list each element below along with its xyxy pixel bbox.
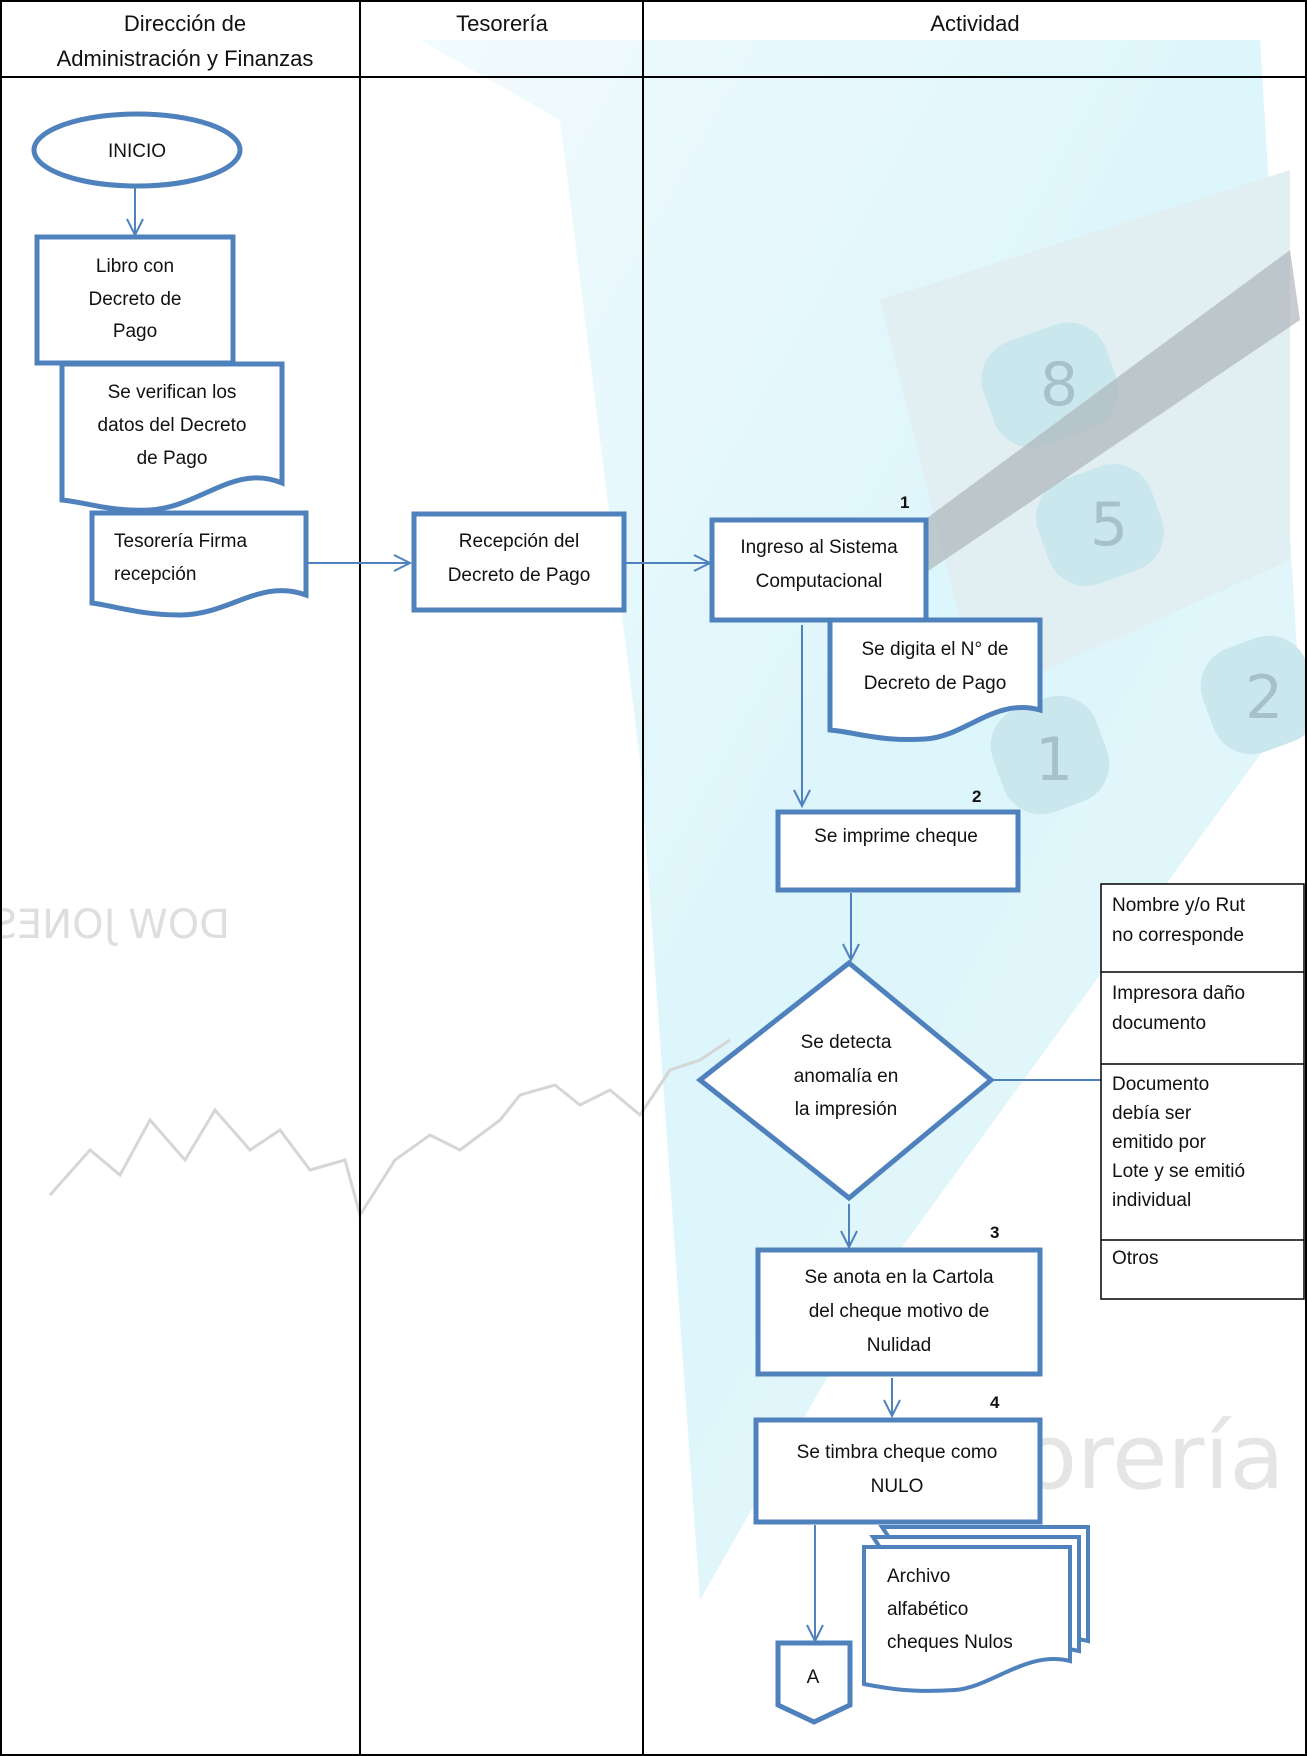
watermark-brand: DOW JONES [0,902,230,948]
anomaly-3-line4: Lote y se emitió [1112,1161,1245,1182]
offpage-connector-a [775,1640,853,1725]
archivo-label-line3: cheques Nulos [887,1632,1013,1653]
verifican-label-line3: de Pago [137,448,208,469]
column-header-admin-line2: Administración y Finanzas [57,46,314,71]
timbra-label-line2: NULO [871,1476,924,1497]
digita-document-shape [827,617,1043,743]
verifican-document-shape [59,361,285,513]
anota-process-box [755,1247,1043,1377]
anomaly-2-line2: documento [1112,1013,1206,1034]
timbra-process-box [753,1417,1043,1525]
keypad-key-1 [990,695,1110,815]
recepcion-process-box [411,511,627,613]
ingreso-label-line2: Computacional [756,571,883,592]
start-terminator [31,111,243,189]
keypad-digit-8: 8 [1040,350,1078,420]
keypad-digit-1: 1 [1035,725,1073,795]
anomaly-3-line5: individual [1112,1190,1191,1211]
ingreso-label-line1: Ingreso al Sistema [740,537,898,558]
anomaly-1-line2: no corresponde [1112,925,1244,946]
libro-label-line3: Pago [113,321,157,342]
digita-label-line2: Decreto de Pago [864,673,1007,694]
keypad-digit-5: 5 [1090,490,1128,560]
imprime-process-box [775,809,1021,893]
libro-label-line1: Libro con [96,256,174,277]
verifican-label-line2: datos del Decreto [98,415,247,436]
verifican-label-line1: Se verifican los [108,382,237,403]
digita-label-line1: Se digita el N° de [861,639,1008,660]
pen-watermark [870,250,1300,590]
libro-process-box [34,234,236,366]
keypad-key-8 [981,322,1119,448]
detecta-decision-diamond [695,959,995,1202]
imprime-label: Se imprime cheque [814,826,978,847]
keypad-key-5 [1036,464,1164,586]
firma-label-line1: Tesorería Firma [114,531,247,552]
ingreso-process-box [709,517,929,623]
shapes [31,111,1090,1725]
connector-a-label: A [807,1667,820,1688]
inicio-label: INICIO [108,141,166,162]
archivo-multidoc-front [862,1545,1072,1693]
step-number-2: 2 [972,787,981,806]
detecta-label-line2: anomalía en [794,1066,899,1087]
anomaly-3-line1: Documento [1112,1074,1209,1095]
column-header-admin-line1: Dirección de [124,11,246,36]
archivo-label-line2: alfabético [887,1599,968,1620]
stock-line-watermark [48,1038,731,1219]
keypad-key-2 [1200,635,1307,755]
step-number-1: 1 [900,493,909,512]
recepcion-label-line2: Decreto de Pago [448,565,591,586]
recepcion-label-line1: Recepción del [459,531,579,552]
column-header-tesoreria: Tesorería [456,11,548,36]
anomaly-table [1100,883,1305,1300]
anota-label-line3: Nulidad [867,1335,931,1356]
anota-label-line1: Se anota en la Cartola [804,1267,994,1288]
connectors [135,187,1101,1641]
libro-label-line2: Decreto de [89,289,182,310]
detecta-label-line1: Se detecta [801,1032,892,1053]
anomaly-1-line1: Nombre y/o Rut [1112,895,1246,916]
column-header-actividad: Actividad [930,11,1019,36]
anomaly-3-line3: emitido por [1112,1132,1207,1153]
keypad-digit-2: 2 [1245,663,1283,733]
step-number-3: 3 [990,1223,999,1242]
timbra-label-line1: Se timbra cheque como [797,1442,998,1463]
anomaly-4-line1: Otros [1112,1248,1158,1269]
anomaly-3-line2: debía ser [1112,1103,1192,1124]
anomaly-2-line1: Impresora daño [1112,983,1245,1004]
anota-label-line2: del cheque motivo de [809,1301,990,1322]
firma-label-line2: recepción [114,564,196,585]
archivo-label-line1: Archivo [887,1566,950,1587]
firma-document-shape [89,510,309,618]
step-number-4: 4 [990,1393,1000,1412]
detecta-label-line3: la impresión [795,1099,897,1120]
